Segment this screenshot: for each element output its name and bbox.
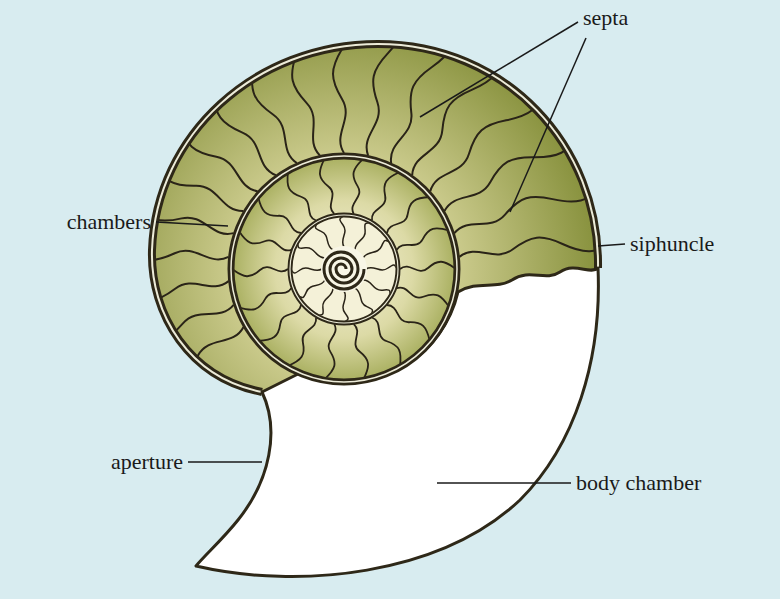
septum <box>370 314 406 367</box>
septum <box>381 13 463 166</box>
core-wall-stripe <box>290 215 398 323</box>
septum <box>236 229 292 257</box>
leader-line <box>598 244 625 246</box>
septum <box>316 288 336 318</box>
septum <box>70 273 230 309</box>
septum <box>352 323 371 380</box>
septum <box>366 265 398 270</box>
part-label: aperture <box>111 449 183 475</box>
septum <box>232 267 288 276</box>
inner-whorl <box>231 156 457 382</box>
septum <box>423 77 554 198</box>
septum <box>400 262 456 271</box>
leader-line <box>420 22 578 117</box>
leader-line <box>188 461 262 463</box>
whorl-wall <box>231 156 457 382</box>
septum <box>282 171 318 224</box>
septum <box>238 286 294 314</box>
septum <box>386 299 435 342</box>
core-septa <box>290 215 398 323</box>
septum <box>297 279 327 299</box>
septum <box>276 0 328 158</box>
core-whorl <box>290 215 398 323</box>
septum <box>257 304 306 347</box>
septum <box>313 222 333 252</box>
part-label: body chamber <box>576 470 701 496</box>
protoconch-spiral <box>324 252 364 289</box>
part-label: septa <box>583 5 628 31</box>
core-wall <box>290 215 398 323</box>
septum <box>323 324 342 381</box>
septum <box>396 281 452 309</box>
septum <box>340 215 345 247</box>
septum <box>254 196 303 239</box>
septum <box>295 241 325 261</box>
septum <box>354 286 374 316</box>
part-label: siphuncle <box>630 231 714 257</box>
leader-lines <box>156 22 625 483</box>
septum <box>333 0 352 153</box>
leader-line <box>510 38 586 212</box>
septum <box>290 268 322 273</box>
septum <box>357 0 409 157</box>
septum <box>361 238 391 258</box>
protoconch-ground <box>321 246 367 292</box>
septum <box>132 79 263 200</box>
septum <box>394 224 450 252</box>
septum <box>366 168 402 221</box>
septum <box>286 317 322 370</box>
septum <box>382 191 431 234</box>
leader-line <box>437 482 571 484</box>
septum <box>343 291 348 323</box>
septum <box>363 276 393 296</box>
part-label: chambers <box>67 209 151 235</box>
septum <box>347 157 366 214</box>
septum <box>173 42 282 182</box>
whorl-wall-stripe <box>231 156 457 382</box>
septum <box>317 158 336 215</box>
septum <box>439 122 586 218</box>
septum <box>351 220 371 250</box>
leader-line <box>156 222 228 226</box>
